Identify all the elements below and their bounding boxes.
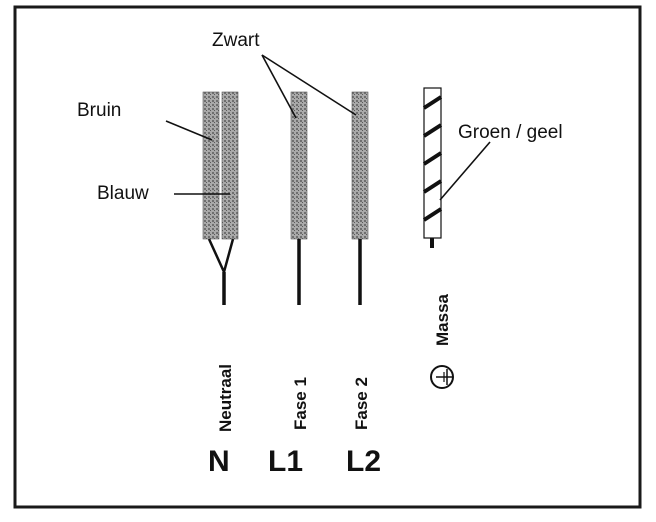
- label-bruin: Bruin: [77, 100, 121, 121]
- terminal-name-ground: Massa: [433, 293, 452, 346]
- frame-border: [13, 5, 642, 509]
- zwart-leader-phase1: [261, 54, 297, 119]
- ground-stripes: [422, 95, 443, 222]
- label-zwart: Zwart: [212, 30, 260, 51]
- terminal-code-neutral: N: [208, 445, 230, 478]
- blue-wire-insulation: [221, 91, 239, 240]
- neutral-conductor-fork: [207, 238, 235, 276]
- phase2-cable: [351, 91, 369, 305]
- neutral-cable: [202, 91, 239, 305]
- groen-geel-leader: [439, 141, 491, 201]
- ground-symbol-icon: [430, 365, 454, 389]
- zwart-leader-phase2: [261, 54, 357, 116]
- label-blauw: Blauw: [97, 183, 149, 204]
- terminal-code-phase2: L2: [346, 445, 381, 478]
- terminal-name-phase2: Fase 2: [352, 377, 371, 430]
- terminal-name-phase1: Fase 1: [291, 377, 310, 430]
- ground-cable: [422, 87, 443, 248]
- terminal-code-phase1: L1: [268, 445, 303, 478]
- brown-wire-insulation: [202, 91, 220, 240]
- label-groen-geel: Groen / geel: [458, 122, 563, 143]
- phase1-cable: [290, 91, 308, 305]
- bruin-leader: [165, 120, 213, 141]
- terminal-name-neutral: Neutraal: [216, 364, 235, 432]
